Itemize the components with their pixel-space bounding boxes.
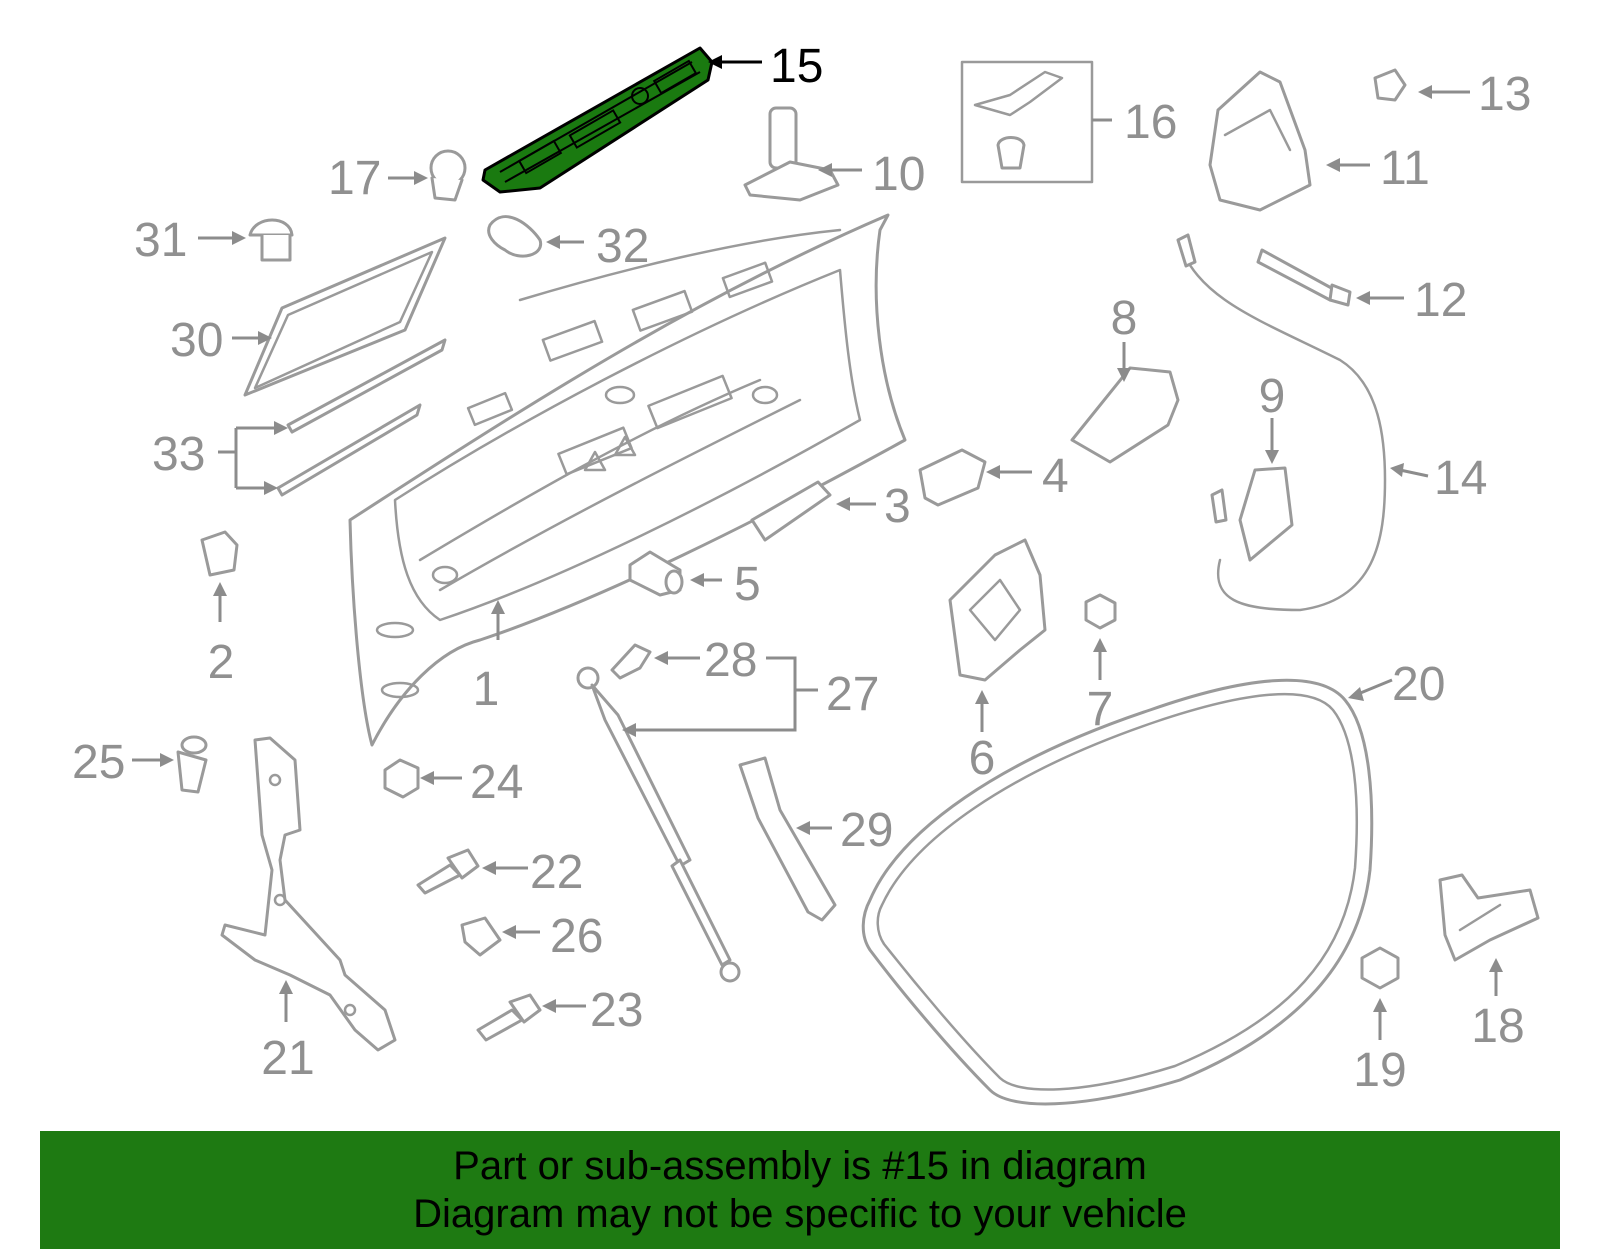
part-33-strips <box>276 338 447 497</box>
callout-15: 15 <box>770 40 823 93</box>
part-10-actuator <box>743 106 840 202</box>
info-banner: Part or sub-assembly is #15 in diagram D… <box>40 1131 1560 1249</box>
part-2-bumper-block <box>200 530 239 577</box>
part-24-nut <box>383 758 420 799</box>
part-20-weatherstrip <box>861 678 1374 1106</box>
part-19-nut <box>1360 946 1400 990</box>
part-8-striker-cover <box>1070 366 1180 464</box>
callout-6: 6 <box>969 732 996 785</box>
callout-21: 21 <box>261 1032 314 1085</box>
part-31-push-pin <box>248 218 294 262</box>
callout-10: 10 <box>872 148 925 201</box>
callout-18: 18 <box>1471 1000 1524 1053</box>
callout-26: 26 <box>550 910 603 963</box>
callout-3: 3 <box>884 480 911 533</box>
callout-29: 29 <box>840 804 893 857</box>
part-26-clip <box>460 916 502 957</box>
part-12-bolt <box>1256 248 1352 307</box>
callout-27: 27 <box>826 668 879 721</box>
callout-9: 9 <box>1259 370 1286 423</box>
callout-1: 1 <box>473 663 500 716</box>
part-11-motor-housing <box>1208 70 1312 212</box>
callout-19: 19 <box>1353 1044 1406 1097</box>
part-17-clip <box>429 149 467 202</box>
part-4-handle-cover <box>918 448 987 507</box>
callout-25: 25 <box>72 736 125 789</box>
callout-30: 30 <box>170 314 223 367</box>
part-22-bolt <box>416 848 480 895</box>
part-30-pad <box>243 236 447 397</box>
callout-31: 31 <box>134 214 187 267</box>
callout-11: 11 <box>1380 142 1430 195</box>
part-5-bumper <box>628 550 684 597</box>
callout-23: 23 <box>590 984 643 1037</box>
part-9-bracket <box>1238 466 1294 562</box>
callout-32: 32 <box>596 220 649 273</box>
callout-12: 12 <box>1414 274 1467 327</box>
callout-24: 24 <box>470 756 523 809</box>
callout-14: 14 <box>1434 452 1487 505</box>
callout-13: 13 <box>1478 68 1531 121</box>
callout-8: 8 <box>1111 292 1138 345</box>
banner-line-1: Part or sub-assembly is #15 in diagram <box>453 1144 1147 1188</box>
callout-33: 33 <box>152 428 205 481</box>
part-7-nut <box>1084 593 1117 630</box>
callout-4: 4 <box>1042 450 1069 503</box>
part-3-handle-trim <box>750 480 832 542</box>
callout-5: 5 <box>734 558 761 611</box>
part-23-bolt <box>476 993 542 1042</box>
part-27-gas-strut <box>576 666 741 983</box>
part-25-stud <box>176 735 208 794</box>
part-15-highlighted[interactable] <box>481 46 714 194</box>
callout-28: 28 <box>704 634 757 687</box>
callout-20: 20 <box>1392 658 1445 711</box>
callout-17: 17 <box>328 152 381 205</box>
callout-16: 16 <box>1124 96 1177 149</box>
part-6-latch <box>948 538 1047 682</box>
part-18-striker <box>1438 873 1540 962</box>
part-21-hinge <box>220 736 397 1052</box>
callout-22: 22 <box>530 846 583 899</box>
part-16-bracket-kit <box>960 60 1094 184</box>
part-13-nut <box>1373 68 1407 102</box>
part-14-release-cable <box>1176 233 1387 612</box>
banner-line-2: Diagram may not be specific to your vehi… <box>413 1192 1187 1236</box>
callout-2: 2 <box>208 636 235 689</box>
part-32-bumper <box>487 215 543 258</box>
part-28-strut-clip <box>610 643 652 680</box>
part-1-trunk-lid <box>348 213 907 747</box>
part-29-trim-strip <box>738 756 837 922</box>
